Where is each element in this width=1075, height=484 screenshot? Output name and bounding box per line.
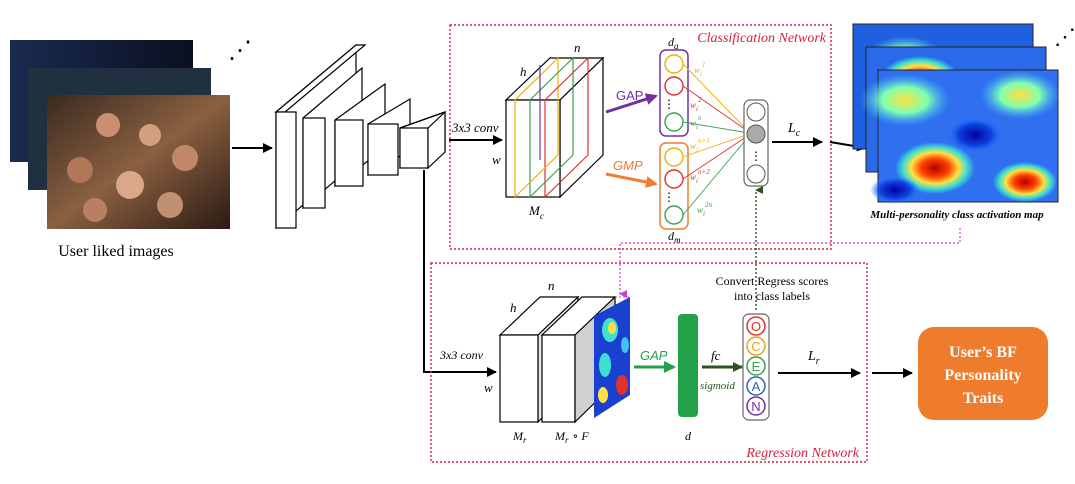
mc-dim-n: n bbox=[574, 40, 581, 55]
dm-vdots: ⋮ bbox=[663, 190, 675, 204]
classification-border bbox=[449, 24, 832, 250]
output-line1: User’s BF bbox=[949, 344, 1017, 361]
loss-lc: Lc bbox=[787, 121, 801, 139]
reg-d-label: d bbox=[685, 429, 692, 443]
reg-vector-d bbox=[678, 314, 698, 417]
sigmoid-label: sigmoid bbox=[700, 380, 735, 392]
ocean-output-column: O C E A N bbox=[742, 313, 770, 421]
gap-label: GAP bbox=[616, 88, 643, 103]
mr-dim-h: h bbox=[510, 300, 517, 315]
backbone-cnn bbox=[274, 43, 446, 230]
fc-label: fc bbox=[711, 348, 721, 363]
cam-stack: ⋰ Multi-personality class activation map bbox=[852, 23, 1075, 221]
weight-label: win+1 bbox=[690, 137, 710, 154]
ocean-n-circle bbox=[746, 396, 766, 416]
ocean-c-circle bbox=[746, 336, 766, 356]
ocean-a-letter: A bbox=[752, 379, 761, 394]
ocean-o-circle bbox=[746, 316, 766, 336]
output-line3: Traits bbox=[963, 390, 1004, 407]
gmp-label: GMP bbox=[613, 158, 643, 173]
feature-map-mc bbox=[504, 56, 605, 199]
ocean-n-letter: N bbox=[751, 399, 760, 414]
ocean-o-letter: O bbox=[751, 319, 761, 334]
regression-conv-label: 3x3 conv bbox=[439, 348, 484, 362]
dm-label: dm bbox=[668, 229, 681, 245]
convert-text-line1: Convert Regress scores bbox=[716, 274, 829, 288]
input-image-stack: ⋰ User liked images bbox=[10, 38, 252, 260]
convert-text-line2: into class labels bbox=[734, 289, 810, 303]
vector-da bbox=[659, 49, 689, 137]
mc-label: Mc bbox=[528, 203, 544, 221]
mrf-label: Mr∘ F bbox=[554, 429, 589, 445]
regression-title: Regression Network bbox=[745, 446, 859, 461]
weight-label: wi2n bbox=[697, 201, 712, 218]
mr-label: Mr bbox=[512, 429, 527, 445]
cam-caption: Multi-personality class activation map bbox=[869, 209, 1044, 221]
ocean-e-letter: E bbox=[752, 359, 761, 374]
output-vdots: ⋮ bbox=[750, 149, 762, 163]
mrf-heatmap-face bbox=[594, 297, 630, 418]
weight-label: win+2 bbox=[690, 168, 710, 185]
face-shape bbox=[83, 198, 107, 222]
classification-title: Classification Network bbox=[697, 31, 827, 46]
da-label: da bbox=[668, 35, 679, 51]
mc-dim-w: w bbox=[492, 152, 501, 167]
gap-arrow bbox=[605, 93, 658, 114]
gmp-arrow bbox=[605, 172, 658, 188]
weight-label: wi2 bbox=[690, 96, 702, 113]
arrow-to-regression bbox=[423, 170, 497, 377]
regression-network: Regression Network 3x3 conv h n w Mr M bbox=[430, 262, 868, 463]
weight-connections bbox=[682, 63, 750, 216]
face-shape bbox=[157, 192, 183, 218]
classification-output-column bbox=[743, 99, 769, 187]
face-shape bbox=[139, 124, 161, 146]
mc-dim-h: h bbox=[520, 64, 527, 79]
output-line2: Personality bbox=[944, 367, 1021, 384]
loss-lr: Lr bbox=[807, 349, 820, 367]
face-shape bbox=[96, 113, 120, 137]
ocean-a-circle bbox=[746, 376, 766, 396]
input-caption: User liked images bbox=[58, 243, 174, 260]
output-box-bg bbox=[918, 327, 1048, 420]
cam-feedback-connector bbox=[619, 228, 961, 298]
reg-gap-label: GAP bbox=[640, 348, 668, 363]
weight-label: win bbox=[690, 114, 702, 131]
vector-dm bbox=[659, 142, 689, 230]
face-shape bbox=[172, 145, 198, 171]
classification-network: Classification Network 3x3 conv h n w Mc… bbox=[449, 24, 832, 250]
weight-label: wi1 bbox=[694, 61, 705, 78]
regression-border bbox=[430, 262, 868, 463]
output-box: User’s BF Personality Traits bbox=[918, 327, 1048, 420]
face-shape bbox=[67, 157, 93, 183]
classification-conv-label: 3x3 conv bbox=[451, 120, 499, 135]
da-vdots: ⋮ bbox=[663, 97, 675, 111]
ocean-c-letter: C bbox=[751, 339, 760, 354]
mr-dim-w: w bbox=[484, 380, 493, 395]
input-ellipsis: ⋰ bbox=[228, 38, 252, 64]
ocean-e-circle bbox=[746, 356, 766, 376]
face-shape bbox=[116, 171, 144, 199]
cam-ellipsis: ⋰ bbox=[1054, 24, 1075, 49]
mr-dim-n: n bbox=[548, 278, 555, 293]
